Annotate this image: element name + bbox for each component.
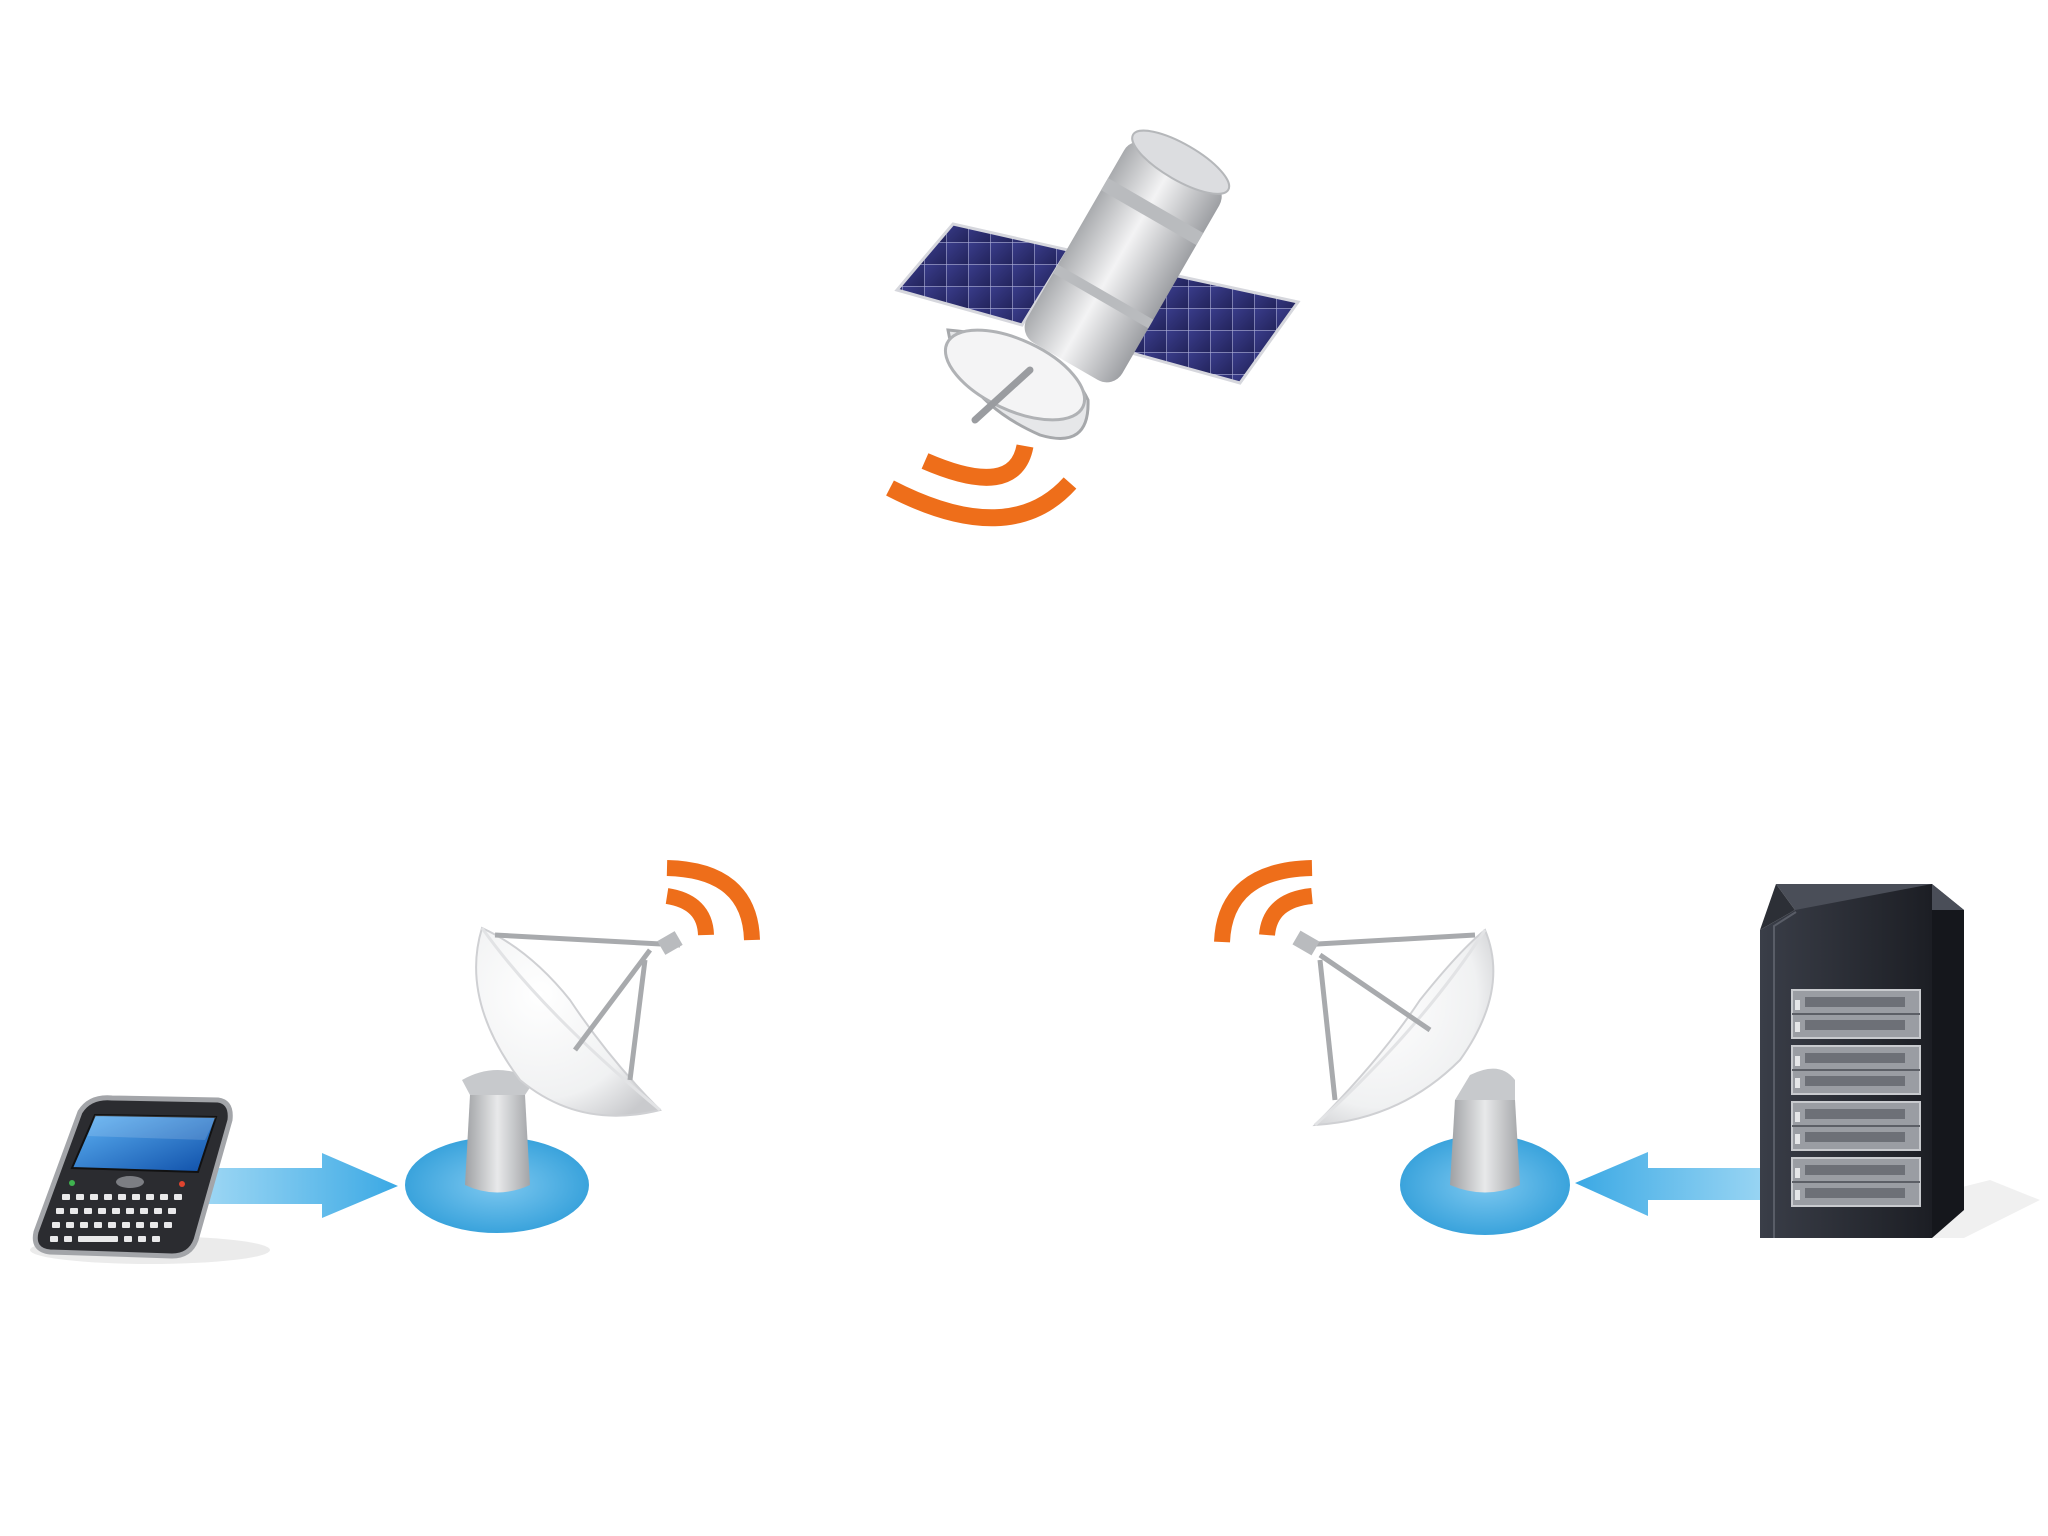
- ground-station-left: [405, 860, 760, 1233]
- satellite-icon: [886, 129, 1301, 527]
- satellite-dish-right: [1312, 928, 1495, 1127]
- ground-right-signal-icon: [1214, 860, 1314, 943]
- server-drive-bays: [1791, 989, 1921, 1207]
- ground-left-signal-icon: [665, 860, 760, 941]
- satellite-dish-antenna: [943, 328, 1090, 440]
- phone-screen: [70, 1113, 218, 1174]
- ground-station-right: [1214, 860, 1570, 1235]
- satellite-signal-icon: [886, 443, 1077, 527]
- solar-panel-left: [894, 222, 1071, 327]
- satellite-body: [1024, 129, 1231, 383]
- arrow-phone-to-station: [208, 1153, 398, 1218]
- arrow-server-to-station: [1575, 1152, 1770, 1216]
- server-rack-icon: [1760, 884, 2040, 1238]
- smartphone-icon: [30, 1095, 270, 1264]
